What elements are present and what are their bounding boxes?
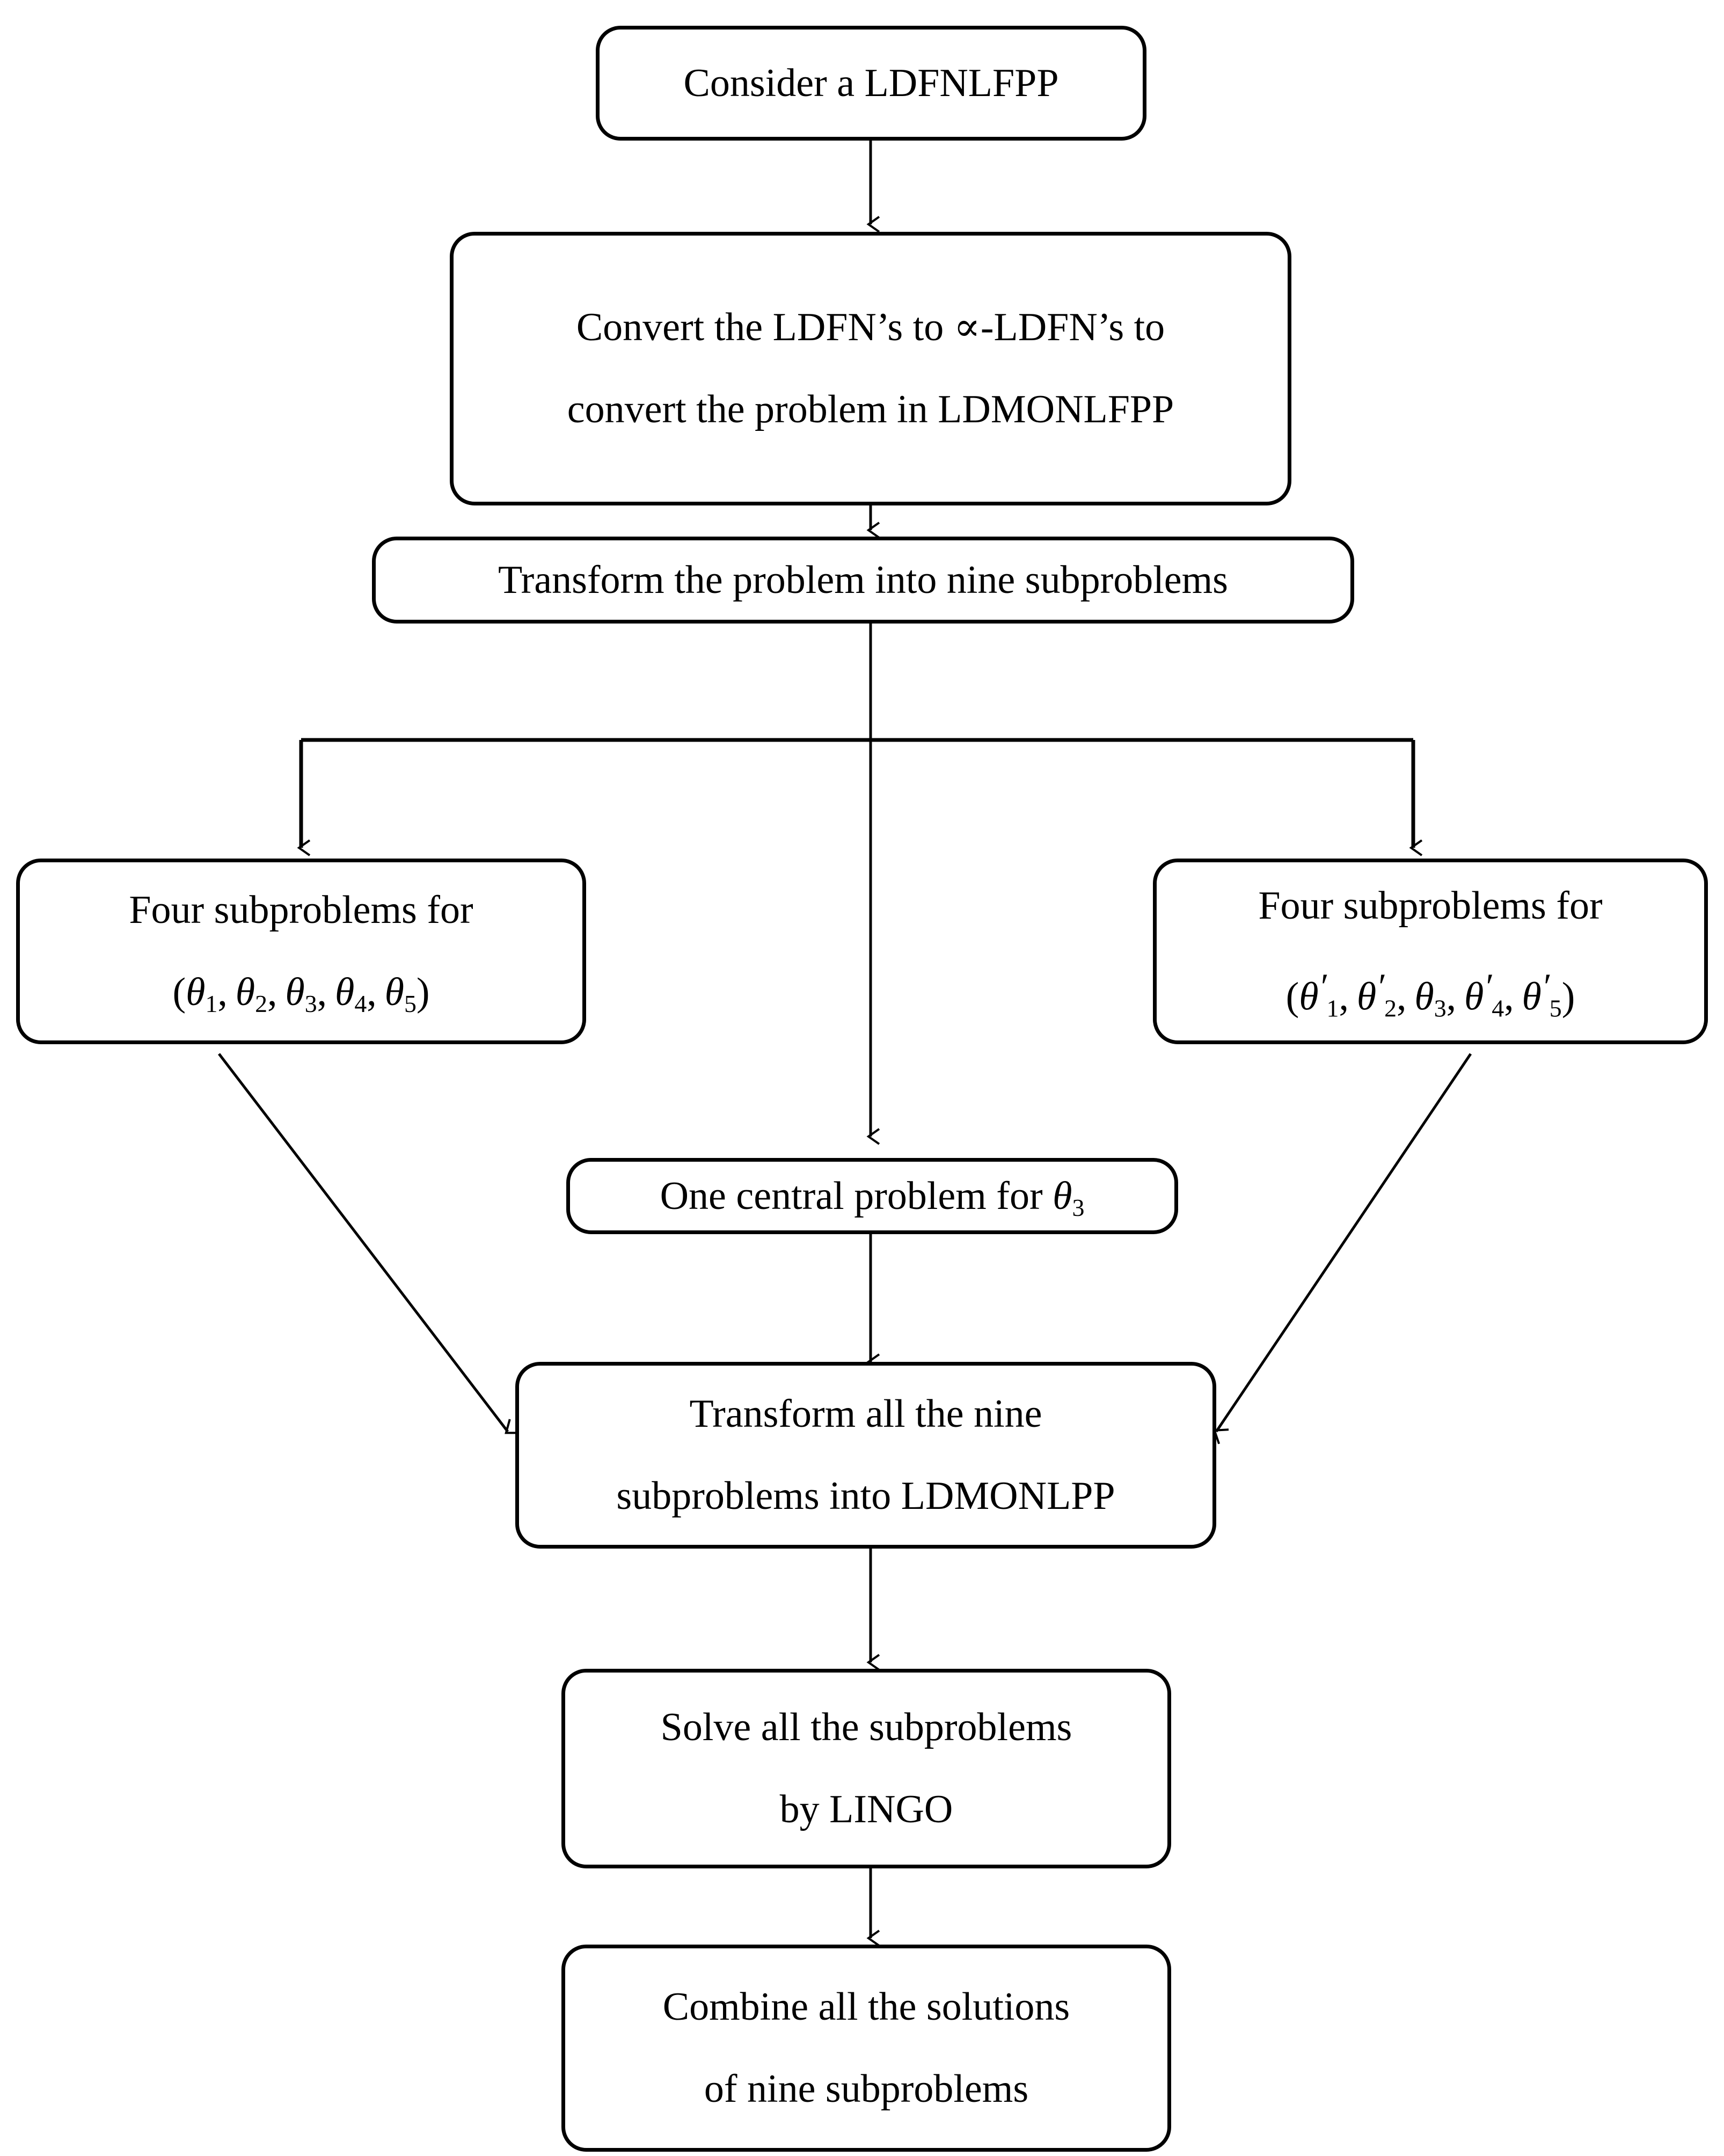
node-combine-solutions-line1: Combine all the solutions (662, 1985, 1070, 2029)
node-transform-all-nine-line2: subproblems into LDMONLPP (616, 1474, 1115, 1518)
node-one-central-problem-theta: θ3 (1053, 1174, 1085, 1221)
node-combine-solutions-line2: of nine subproblems (704, 2067, 1029, 2111)
node-transform-all-nine-ldmonlpp[interactable]: Transform all the nine subproblems into … (515, 1362, 1216, 1549)
node-transform-nine-subproblems-line1: Transform the problem into nine subprobl… (498, 558, 1228, 602)
edge-n5-n7 (1212, 1053, 1472, 1444)
node-solve-by-lingo[interactable]: Solve all the subproblems by LINGO (561, 1669, 1171, 1868)
node-four-subproblems-left-line1: Four subproblems for (129, 888, 473, 933)
node-solve-by-lingo-line2: by LINGO (779, 1787, 953, 1831)
node-solve-by-lingo-line1: Solve all the subproblems (660, 1705, 1072, 1750)
node-four-subproblems-right-line1: Four subproblems for (1258, 883, 1603, 928)
node-four-subproblems-right-math: (θ′1, θ′2, θ3, θ′4, θ′5) (1285, 965, 1575, 1022)
node-consider-problem[interactable]: Consider a LDFNLFPP (596, 26, 1146, 141)
node-transform-nine-subproblems[interactable]: Transform the problem into nine subprobl… (372, 537, 1354, 624)
node-combine-solutions[interactable]: Combine all the solutions of nine subpro… (561, 1945, 1171, 2152)
node-one-central-problem-prefix: One central problem for (660, 1174, 1053, 1218)
node-convert-ldfn-line2: convert the problem in LDMONLFPP (567, 387, 1174, 431)
node-consider-problem-line1: Consider a LDFNLFPP (683, 61, 1059, 105)
node-one-central-problem[interactable]: One central problem for θ3 (566, 1158, 1178, 1234)
node-one-central-problem-line1: One central problem for θ3 (660, 1174, 1085, 1221)
node-convert-ldfn[interactable]: Convert the LDFN’s to ∝-LDFN’s to conver… (450, 232, 1291, 505)
edge-n4-n7 (218, 1053, 521, 1434)
node-transform-all-nine-line1: Transform all the nine (689, 1392, 1042, 1436)
node-four-subproblems-left-math: (θ1, θ2, θ3, θ4, θ5) (172, 970, 430, 1017)
node-convert-ldfn-line1: Convert the LDFN’s to ∝-LDFN’s to (576, 305, 1165, 350)
node-four-subproblems-right[interactable]: Four subproblems for (θ′1, θ′2, θ3, θ′4,… (1153, 859, 1708, 1044)
node-four-subproblems-left[interactable]: Four subproblems for (θ1, θ2, θ3, θ4, θ5… (16, 859, 586, 1044)
